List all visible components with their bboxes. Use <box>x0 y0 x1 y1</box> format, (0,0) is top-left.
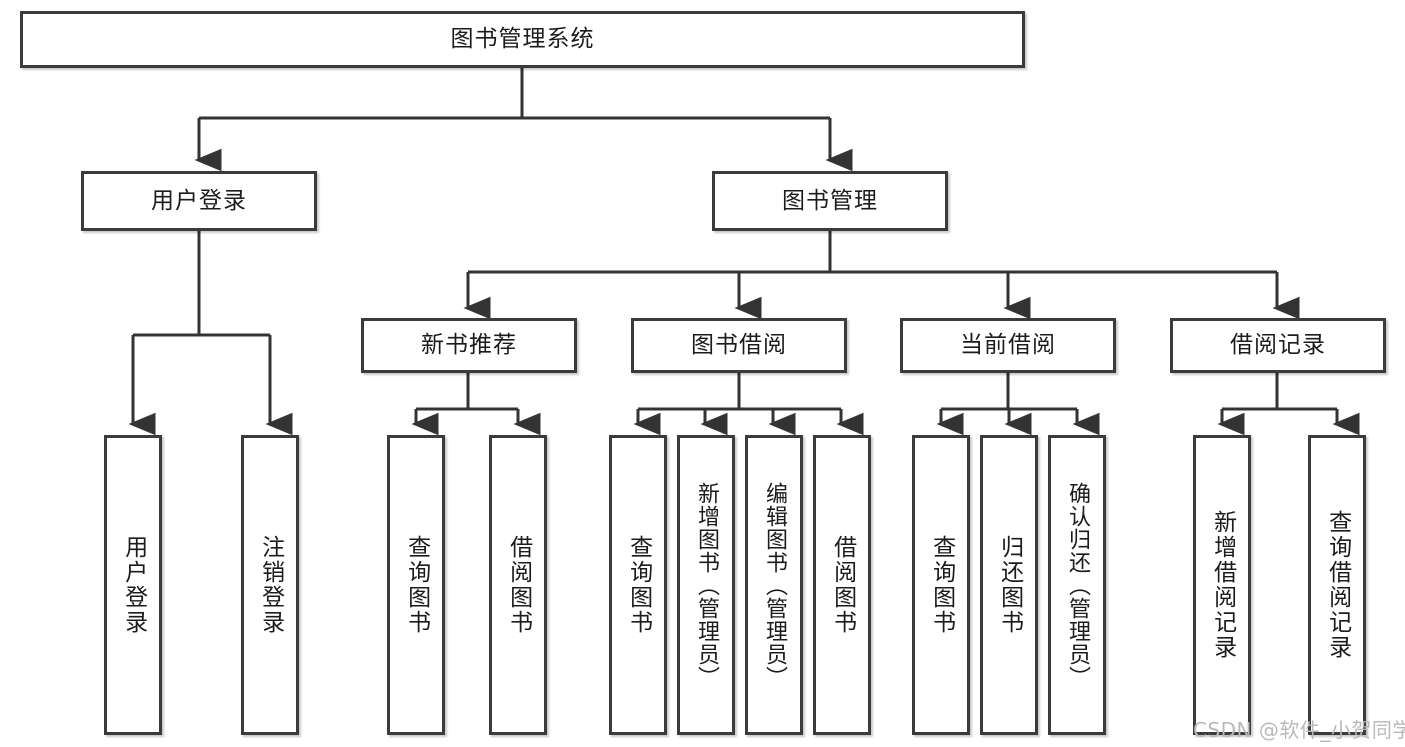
csdn-watermark: CSDN @软件_小贺同学 <box>1193 718 1405 742</box>
leaf-add-book-admin[interactable]: 新增图书（管理员） <box>677 435 735 735</box>
node-label: 借阅图书 <box>829 535 856 635</box>
leaf-borrow-book-recommend[interactable]: 借阅图书 <box>489 435 547 735</box>
leaf-add-borrow-record[interactable]: 新增借阅记录 <box>1193 435 1251 735</box>
node-label: 图书管理 <box>782 187 878 214</box>
node-label: 用户登录 <box>120 535 147 635</box>
node-label: 查询借阅记录 <box>1324 510 1351 660</box>
node-label: 当前借阅 <box>960 332 1056 359</box>
node-label: 借阅记录 <box>1230 332 1326 359</box>
node-label: 新书推荐 <box>421 332 517 359</box>
node-label: 借阅图书 <box>505 535 532 635</box>
node-label: 用户登录 <box>151 187 247 214</box>
leaf-confirm-return-admin[interactable]: 确认归还（管理员） <box>1048 435 1106 735</box>
node-label: 新增借阅记录 <box>1209 510 1236 660</box>
leaf-query-borrow-record[interactable]: 查询借阅记录 <box>1308 435 1366 735</box>
node-book-borrow[interactable]: 图书借阅 <box>631 318 847 373</box>
node-current-borrow[interactable]: 当前借阅 <box>900 318 1116 373</box>
node-label: 注销登录 <box>257 535 284 635</box>
node-label: 查询图书 <box>928 535 955 635</box>
node-borrow-record[interactable]: 借阅记录 <box>1170 318 1386 373</box>
leaf-borrow-book[interactable]: 借阅图书 <box>813 435 871 735</box>
leaf-query-book-recommend[interactable]: 查询图书 <box>387 435 445 735</box>
node-user-login[interactable]: 用户登录 <box>81 171 317 231</box>
leaf-logout[interactable]: 注销登录 <box>241 435 299 735</box>
node-label: 新增图书（管理员） <box>693 481 719 689</box>
leaf-user-login[interactable]: 用户登录 <box>104 435 162 735</box>
node-label: 图书借阅 <box>691 332 787 359</box>
node-label: 归还图书 <box>996 535 1023 635</box>
leaf-query-book-current[interactable]: 查询图书 <box>912 435 970 735</box>
node-label: 图书管理系统 <box>450 26 595 53</box>
node-label: 编辑图书（管理员） <box>761 481 787 689</box>
node-book-management[interactable]: 图书管理 <box>712 171 948 231</box>
leaf-edit-book-admin[interactable]: 编辑图书（管理员） <box>745 435 803 735</box>
leaf-query-book-borrow[interactable]: 查询图书 <box>609 435 667 735</box>
node-root-book-management-system[interactable]: 图书管理系统 <box>20 11 1025 68</box>
leaf-return-book[interactable]: 归还图书 <box>980 435 1038 735</box>
node-label: 查询图书 <box>625 535 652 635</box>
node-label: 查询图书 <box>403 535 430 635</box>
node-label: 确认归还（管理员） <box>1064 481 1090 689</box>
node-new-book-recommend[interactable]: 新书推荐 <box>361 318 577 373</box>
